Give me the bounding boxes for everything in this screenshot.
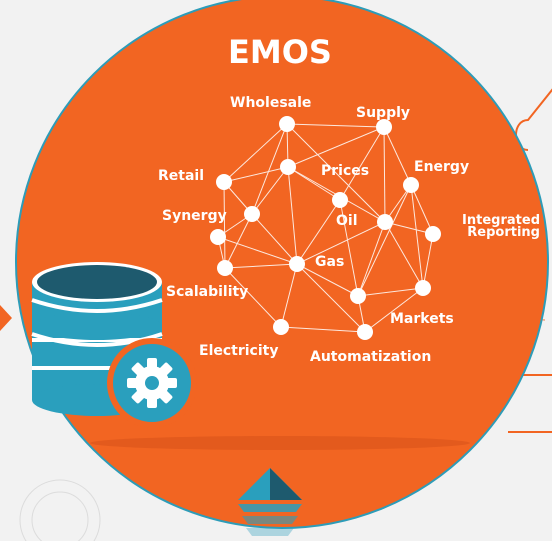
network-node: [210, 229, 226, 245]
network-node: [376, 119, 392, 135]
network-node: [357, 324, 373, 340]
network-node: [244, 206, 260, 222]
network-node: [280, 159, 296, 175]
diagram-title: EMOS: [228, 33, 332, 71]
network-edge: [296, 263, 366, 333]
network-node: [332, 192, 348, 208]
network-edge: [410, 184, 424, 289]
network-edge: [224, 267, 282, 328]
label-integrated-reporting: Integrated Reporting: [462, 213, 540, 240]
label-markets: Markets: [390, 311, 454, 327]
network-edge: [251, 213, 298, 265]
network-node: [350, 288, 366, 304]
network-edge: [384, 221, 424, 289]
network-edge: [364, 287, 424, 333]
network-edge: [296, 263, 359, 297]
label-supply: Supply: [356, 105, 411, 121]
network-edge: [422, 233, 434, 289]
network-edge: [339, 126, 385, 201]
label-synergy: Synergy: [162, 208, 227, 224]
network-edge: [223, 166, 289, 183]
network-edge: [357, 184, 412, 297]
network-edge: [251, 166, 289, 215]
network-node: [273, 319, 289, 335]
label-scalability: Scalability: [166, 284, 249, 300]
network-edge: [223, 181, 226, 269]
network-node: [415, 280, 431, 296]
network-edge: [383, 126, 386, 223]
database-icon: [31, 262, 163, 416]
label-electricity: Electricity: [199, 343, 279, 359]
network-nodes: [210, 116, 441, 340]
label-gas: Gas: [315, 254, 345, 270]
network-node: [216, 174, 232, 190]
network-edge: [383, 126, 412, 186]
network-edge: [286, 123, 385, 128]
label-prices: Prices: [321, 163, 370, 179]
network-edge: [224, 213, 253, 269]
label-oil: Oil: [336, 213, 358, 229]
network-edge: [287, 126, 385, 168]
network-node: [217, 260, 233, 276]
network-edge: [287, 166, 341, 201]
network-edge: [296, 199, 341, 265]
network-edge: [296, 221, 386, 265]
network-edges: [217, 123, 434, 333]
network-node: [377, 214, 393, 230]
network-node: [403, 177, 419, 193]
network-edge: [251, 123, 288, 215]
network-edge: [287, 166, 298, 265]
gear-icon: [107, 338, 197, 428]
label-wholesale: Wholesale: [230, 95, 312, 111]
circle-shadow: [90, 436, 470, 450]
network-edge: [224, 263, 298, 269]
network-node: [279, 116, 295, 132]
network-edge: [280, 326, 366, 333]
left-arrow-icon: [0, 305, 12, 331]
label-retail: Retail: [158, 168, 205, 184]
network-edge: [357, 221, 386, 297]
network-node: [425, 226, 441, 242]
triangle-icon: [238, 468, 302, 536]
network-edge: [384, 221, 434, 235]
network-edge: [280, 263, 298, 328]
label-energy: Energy: [414, 159, 470, 175]
network-edge: [410, 184, 434, 235]
network-edge: [217, 236, 298, 265]
network-edge: [223, 123, 288, 183]
network-edge: [339, 199, 359, 297]
label-automatization: Automatization: [310, 349, 432, 365]
network-edge: [286, 123, 386, 223]
network-node: [289, 256, 305, 272]
network-edge: [357, 287, 424, 297]
